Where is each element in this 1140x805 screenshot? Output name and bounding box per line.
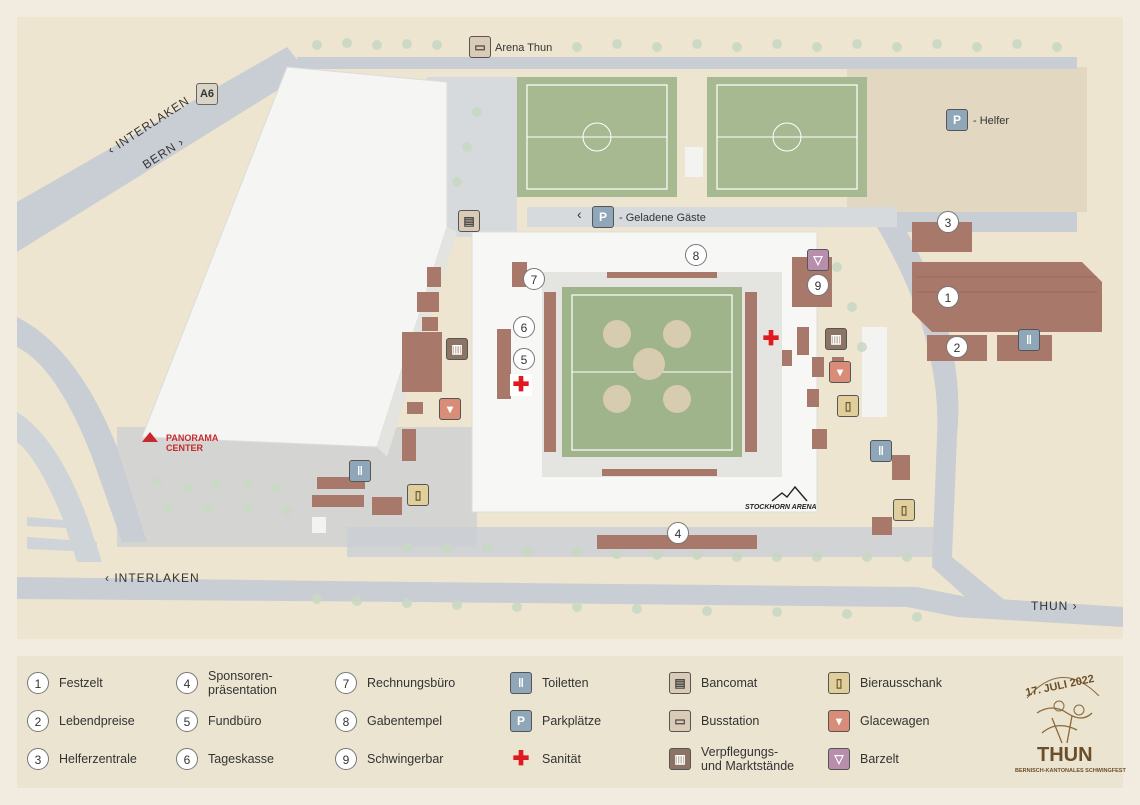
bus-label: Arena Thun — [495, 42, 553, 54]
parking-area-helfer — [847, 67, 1087, 212]
marker-7: 7 — [523, 268, 545, 290]
stockhorn-mountain-icon — [771, 485, 808, 502]
bus-icon: ▭ — [469, 36, 491, 58]
toilet-icon: ‖ — [349, 460, 371, 482]
atm-icon: ▤ — [669, 672, 691, 694]
medical-cross-icon: ✚ — [510, 374, 532, 396]
legend-bus: ▭Busstation — [669, 708, 759, 734]
food-stall-icon: ▥ — [446, 338, 468, 360]
marker-2: 2 — [946, 336, 968, 358]
parking-icon: P — [510, 710, 532, 732]
beer-icon: ▯ — [837, 395, 859, 417]
marker-4: 4 — [667, 522, 689, 544]
parking-icon: P — [592, 206, 614, 228]
marker-1: 1 — [937, 286, 959, 308]
map-graphics — [17, 17, 1123, 639]
marker-9: 9 — [807, 274, 829, 296]
marker-5: 5 — [513, 348, 535, 370]
legend-ice-cream: ▾Glacewagen — [828, 708, 930, 734]
direction-thun: THUN › — [1031, 599, 1078, 613]
panorama-logo-icon — [142, 432, 158, 442]
legend-atm: ▤Bancomat — [669, 670, 757, 696]
marker-6: 6 — [513, 316, 535, 338]
medical-cross-icon: ✚ — [512, 748, 530, 770]
ice-cream-icon: ▾ — [829, 361, 851, 383]
wrestler-logo-icon — [1026, 677, 1100, 744]
road-a6 — [17, 47, 307, 252]
event-city: THUN — [1037, 744, 1093, 766]
beer-icon: ▯ — [893, 499, 915, 521]
toilet-icon: ‖ — [870, 440, 892, 462]
ice-cream-icon: ▾ — [439, 398, 461, 420]
cocktail-icon: ▽ — [828, 748, 850, 770]
cocktail-icon: ▽ — [807, 249, 829, 271]
site-map: ‹ INTERLAKEN BERN › ‹ INTERLAKEN THUN › … — [17, 17, 1123, 639]
event-logo: 17. JULI 2022 THUN BERNISCH-KANTONALES S… — [1007, 658, 1126, 786]
festzelt-tent — [912, 262, 1102, 332]
parking-arrow: ‹ — [577, 206, 582, 222]
toilet-icon: ‖ — [1018, 329, 1040, 351]
legend-medical: ✚Sanität — [510, 746, 581, 772]
legend-bar: ▽Barzelt — [828, 746, 899, 772]
marker-3: 3 — [937, 211, 959, 233]
beer-icon: ▯ — [407, 484, 429, 506]
stockhorn-arena-label: STOCKHORN ARENA — [745, 504, 817, 511]
parking-gaeste-label: - Geladene Gäste — [619, 212, 706, 224]
food-stall-icon: ▥ — [825, 328, 847, 350]
event-subtitle: BERNISCH-KANTONALES SCHWINGFEST — [1015, 768, 1126, 774]
ice-cream-icon: ▾ — [828, 710, 850, 732]
beer-icon: ▯ — [828, 672, 850, 694]
parking-icon: P — [946, 109, 968, 131]
atm-icon: ▤ — [458, 210, 480, 232]
toilet-icon: ‖ — [510, 672, 532, 694]
legend-food: ▥Verpflegungs-und Marktstände — [669, 745, 794, 773]
panorama-center-label: PANORAMA CENTER — [166, 433, 219, 453]
parking-helfer-label: - Helfer — [973, 115, 1010, 127]
food-stall-icon: ▥ — [669, 748, 691, 770]
bus-icon: ▭ — [669, 710, 691, 732]
marker-8: 8 — [685, 244, 707, 266]
legend-toilets: ‖Toiletten — [510, 670, 589, 696]
a6-highway-sign: A6 — [196, 83, 218, 105]
direction-interlaken-bottom: ‹ INTERLAKEN — [105, 571, 200, 585]
medical-cross-icon: ✚ — [762, 328, 780, 350]
legend-beer: ▯Bierausschank — [828, 670, 942, 696]
